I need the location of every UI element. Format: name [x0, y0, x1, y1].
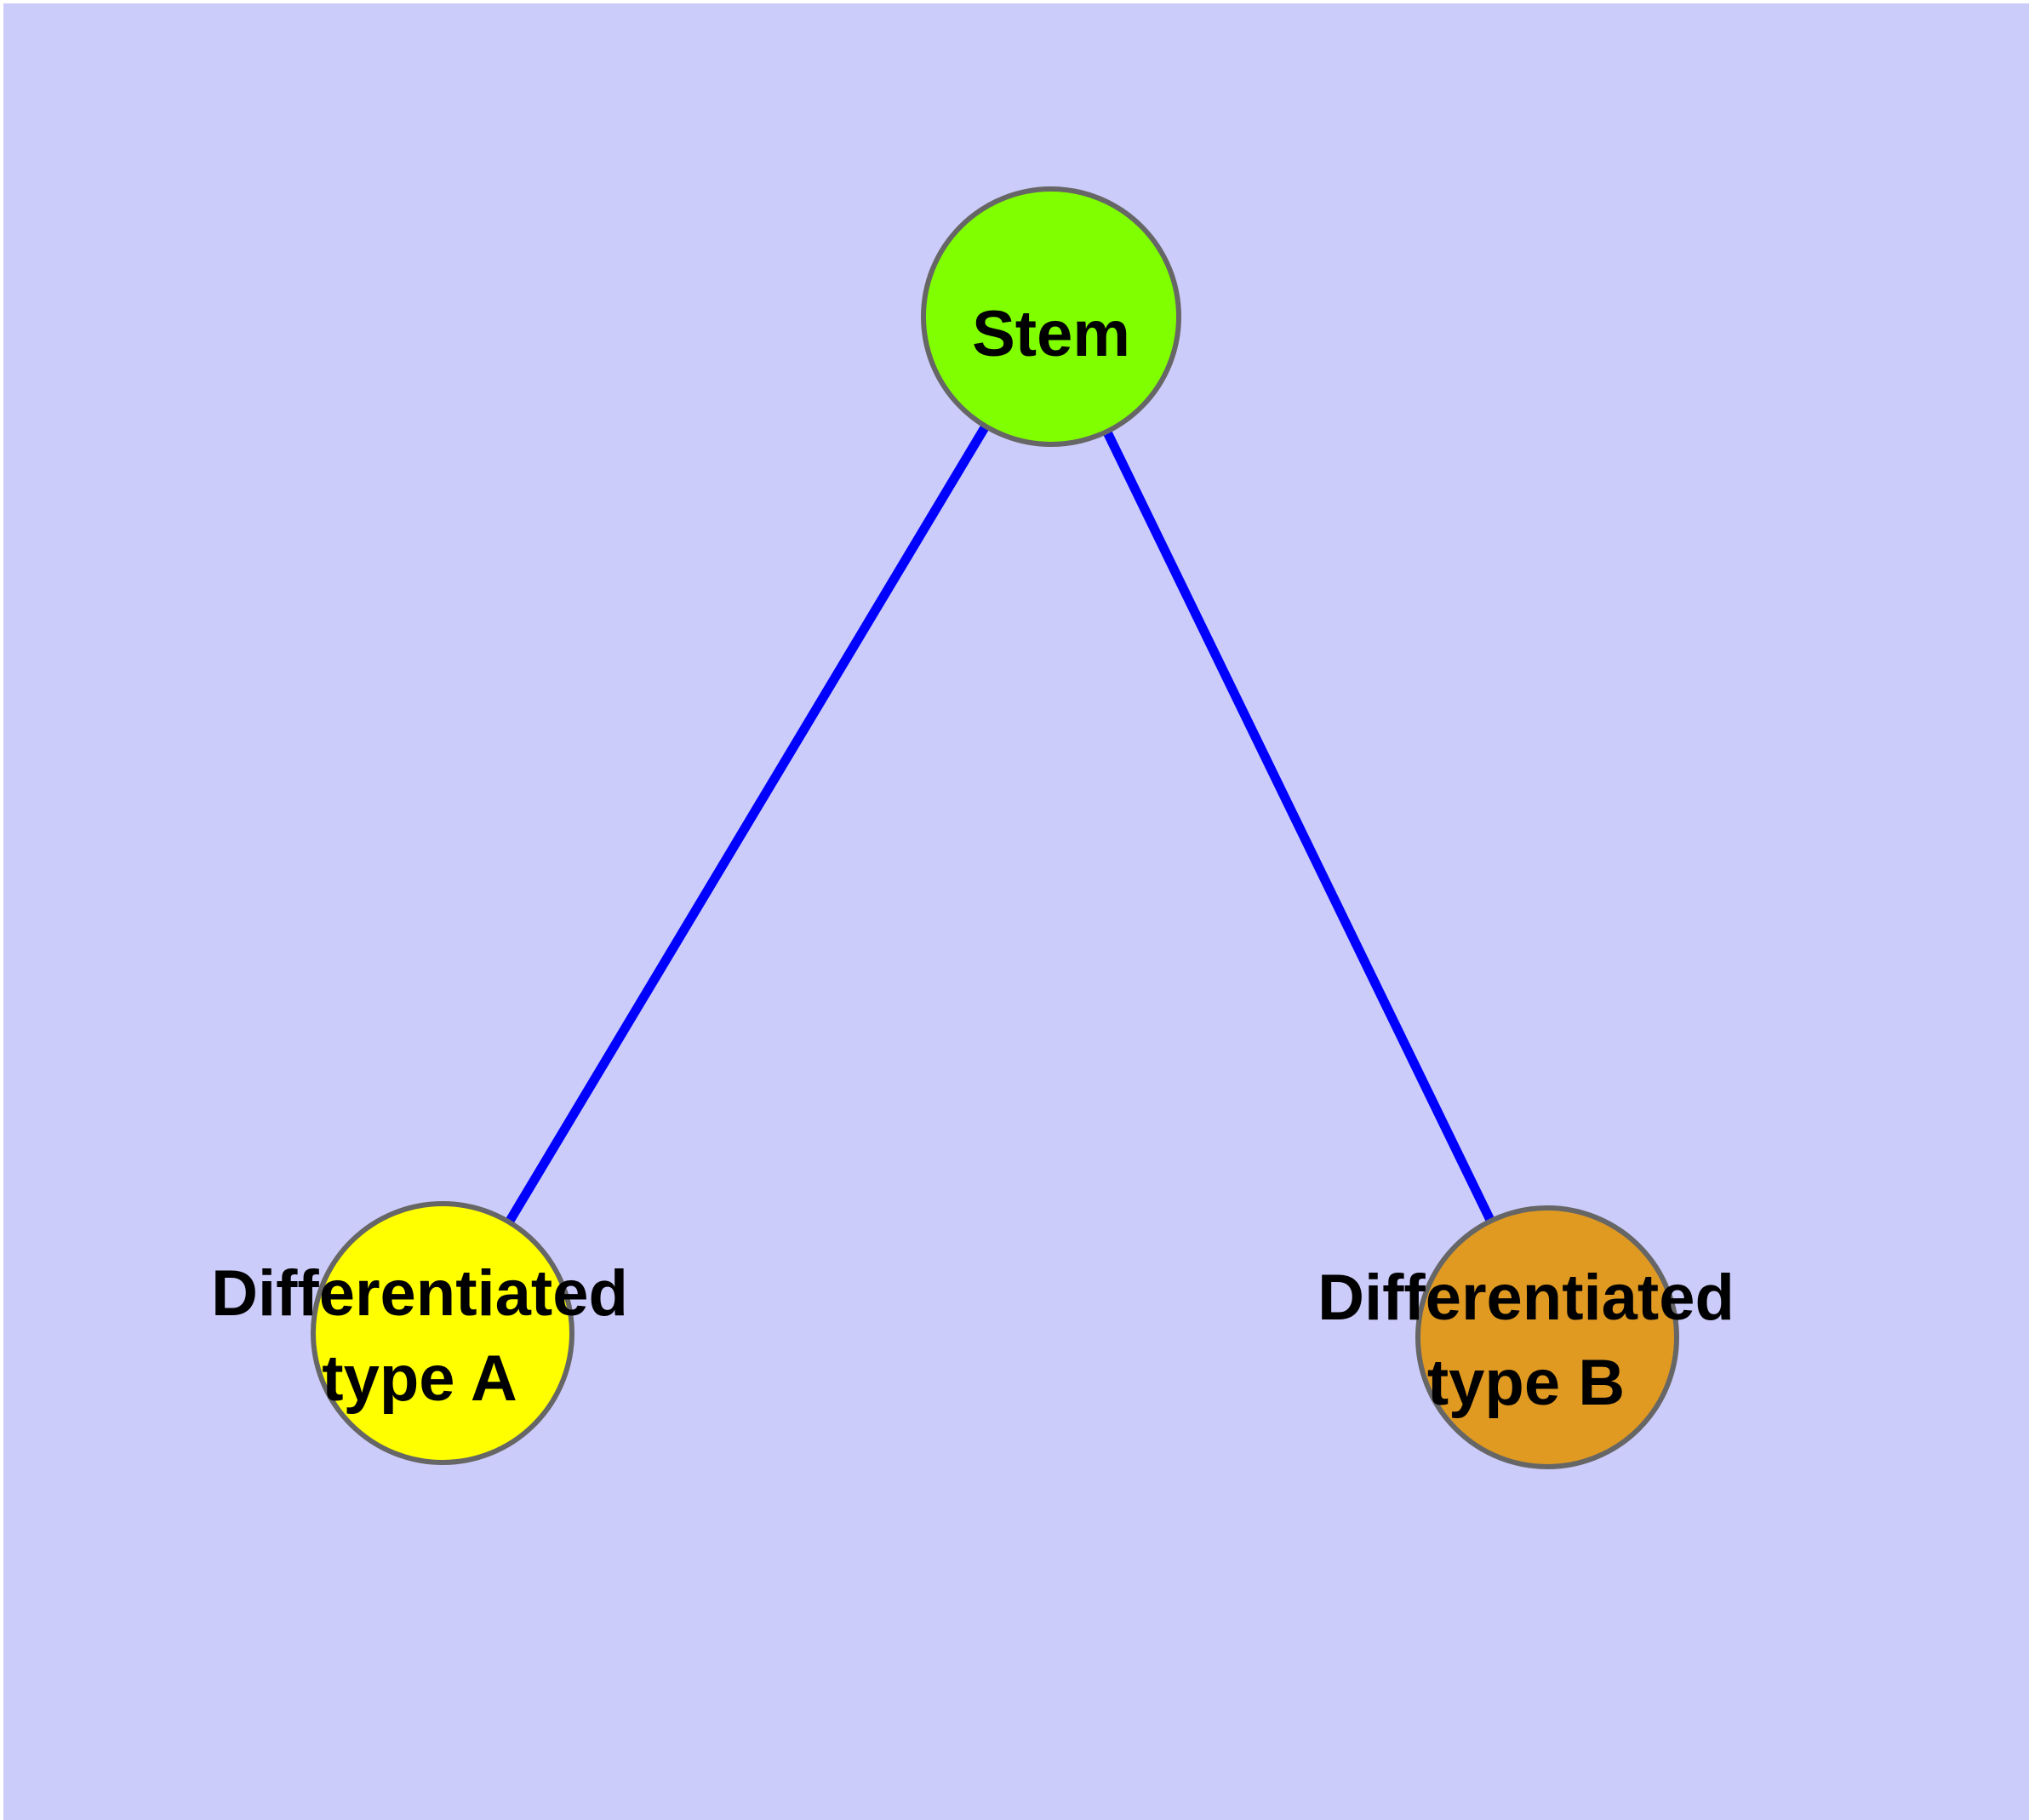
edge-layer	[438, 314, 1552, 1340]
node-differentiated-type-b-circle[interactable]	[1415, 1205, 1679, 1469]
node-stem[interactable]	[921, 186, 1181, 447]
edge-stem-diff-b[interactable]	[1047, 314, 1552, 1340]
edge-stem-diff-a[interactable]	[438, 314, 1055, 1336]
node-differentiated-type-a-circle[interactable]	[311, 1201, 574, 1465]
node-differentiated-type-a-label-line2: type A	[322, 1342, 517, 1415]
label-layer: Stem Differentiated type A Differentiate…	[211, 298, 1735, 1419]
node-differentiated-type-b-label-line2: type B	[1427, 1347, 1625, 1419]
node-differentiated-type-a-label-line1: Differentiated	[211, 1257, 628, 1330]
node-differentiated-type-b-label-line1: Differentiated	[1317, 1262, 1735, 1334]
node-differentiated-type-a[interactable]	[311, 1201, 574, 1465]
node-layer	[311, 186, 1679, 1469]
node-stem-label: Stem	[972, 298, 1130, 370]
node-stem-circle[interactable]	[921, 186, 1181, 447]
node-differentiated-type-b[interactable]	[1415, 1205, 1679, 1469]
